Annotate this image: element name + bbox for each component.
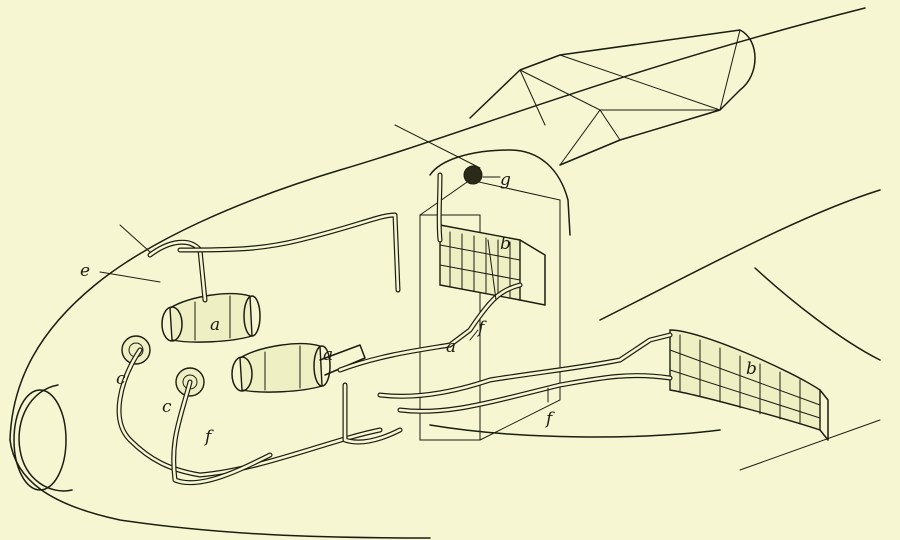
label-c-upper: c <box>116 369 126 389</box>
label-f-right: f <box>544 409 555 429</box>
callout-labels: a a a b b c c e f f f g <box>80 170 757 447</box>
label-a-upper: a <box>210 315 220 335</box>
label-a-middle: a <box>323 345 333 365</box>
pump-c-upper <box>121 335 151 365</box>
tank-a-middle <box>231 342 366 393</box>
label-g: g <box>500 170 511 190</box>
coolant-pipework <box>116 172 673 486</box>
label-f-left: f <box>203 427 214 447</box>
label-a-right: a <box>446 337 456 357</box>
radiator-lower <box>669 329 829 441</box>
label-b-upper: b <box>500 234 511 254</box>
label-e: e <box>80 261 90 281</box>
label-f-mid: f <box>476 318 487 338</box>
leader-lines <box>99 176 549 403</box>
tank-a-upper <box>161 292 261 343</box>
header-tank-g <box>463 165 483 185</box>
label-b-lower: b <box>746 359 757 379</box>
radiator-upper <box>439 224 546 306</box>
label-c-lower: c <box>162 397 172 417</box>
fuselage-outline <box>9 7 881 539</box>
